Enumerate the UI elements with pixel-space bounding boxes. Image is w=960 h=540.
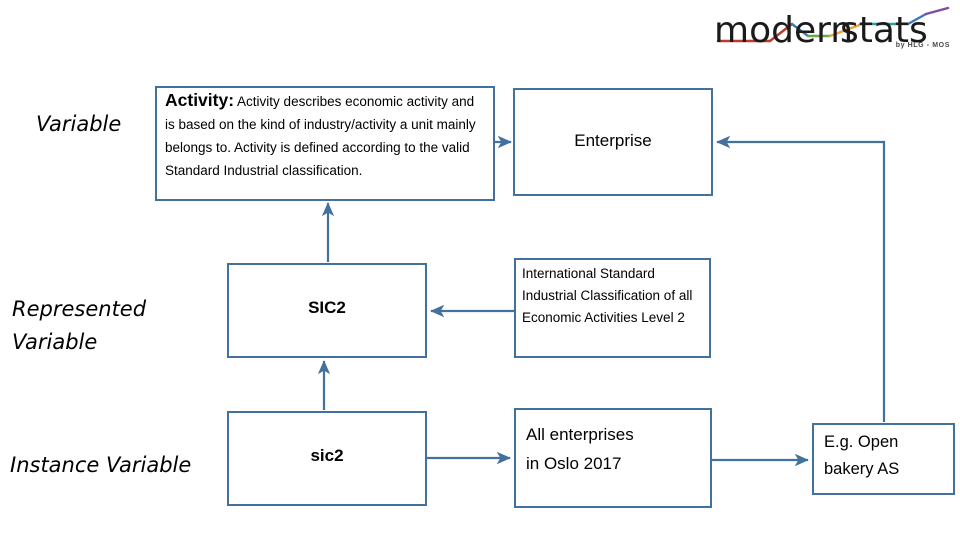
box-isic-text: International Standard Industrial Classi… — [522, 266, 693, 325]
logo-subtitle: by HLG - MOS — [895, 42, 950, 49]
box-sic2[interactable]: SIC2 — [227, 263, 427, 358]
box-all-enterprises[interactable]: All enterprises in Oslo 2017 — [514, 408, 712, 508]
box-activity-lead: Activity: — [165, 90, 235, 110]
box-isic[interactable]: International Standard Industrial Classi… — [514, 258, 711, 358]
connector-bakery-to-enterprise — [716, 135, 886, 422]
box-bakery-line1: E.g. Open — [824, 433, 899, 451]
box-bakery-example[interactable]: E.g. Open bakery AS — [812, 423, 955, 495]
modernstats-logo: modern stats by HLG - MOS — [712, 2, 956, 54]
box-sic2-lower[interactable]: sic2 — [227, 411, 427, 506]
svg-text:stats: stats — [840, 10, 928, 51]
box-activity-text: Activity: Activity describes economic ac… — [165, 89, 487, 182]
box-enterprise-label: Enterprise — [574, 131, 652, 150]
box-bakery-example-text: E.g. Open bakery AS — [824, 429, 949, 483]
box-sic2-label: SIC2 — [308, 298, 346, 317]
svg-text:modern: modern — [714, 10, 853, 51]
box-sic2-lower-label: sic2 — [310, 446, 344, 465]
box-enterprise[interactable]: Enterprise — [513, 88, 713, 196]
row-label-variable: Variable — [36, 112, 122, 136]
box-activity-body: Activity describes economic activity and… — [165, 94, 476, 178]
box-activity[interactable]: Activity: Activity describes economic ac… — [155, 86, 495, 201]
row-label-instance-variable: Instance Variable — [10, 453, 192, 477]
box-all-enterprises-line1: All enterprises — [526, 425, 634, 444]
box-all-enterprises-text: All enterprises in Oslo 2017 — [526, 420, 706, 478]
box-all-enterprises-line2: in Oslo 2017 — [526, 454, 622, 473]
box-bakery-line2: bakery AS — [824, 460, 900, 478]
row-label-represented-variable: Represented Variable — [12, 297, 147, 354]
